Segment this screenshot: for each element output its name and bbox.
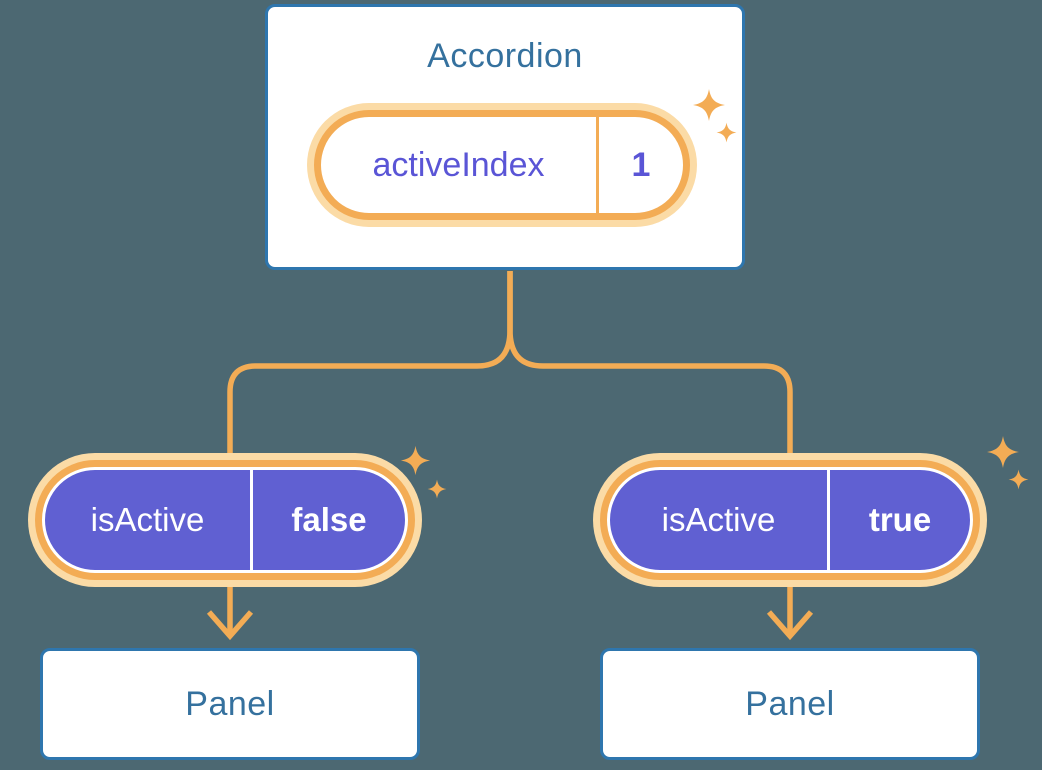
prop-pill-false: isActive false bbox=[42, 467, 408, 573]
sparkle-icon bbox=[1008, 469, 1029, 490]
sparkle-icon bbox=[427, 479, 447, 499]
panel-card: Panel bbox=[40, 648, 420, 760]
state-pill: activeIndex 1 bbox=[314, 110, 690, 220]
state-value: 1 bbox=[631, 145, 651, 184]
connector-left-branch bbox=[227, 271, 513, 634]
prop-pill-divider bbox=[250, 470, 253, 570]
prop-name: isActive bbox=[90, 501, 205, 538]
panel-card: Panel bbox=[600, 648, 980, 760]
arrow-down-icon bbox=[766, 610, 814, 641]
connector-right-branch bbox=[507, 271, 793, 634]
prop-pill-divider bbox=[827, 470, 830, 570]
state-pill-divider bbox=[596, 117, 599, 213]
panel-title: Panel bbox=[745, 684, 835, 723]
panel-title: Panel bbox=[185, 684, 275, 723]
sparkle-icon bbox=[716, 122, 737, 143]
sparkle-icon bbox=[987, 436, 1019, 468]
state-name: activeIndex bbox=[372, 145, 545, 184]
sparkle-icon bbox=[693, 89, 725, 121]
prop-name: isActive bbox=[661, 501, 776, 538]
accordion-card: Accordion activeIndex 1 bbox=[265, 4, 745, 270]
prop-pill-true: isActive true bbox=[607, 467, 973, 573]
prop-value: true bbox=[868, 501, 932, 538]
sparkle-icon bbox=[400, 445, 431, 476]
arrow-down-icon bbox=[206, 610, 254, 641]
accordion-title: Accordion bbox=[427, 37, 583, 75]
prop-value: false bbox=[291, 501, 367, 538]
